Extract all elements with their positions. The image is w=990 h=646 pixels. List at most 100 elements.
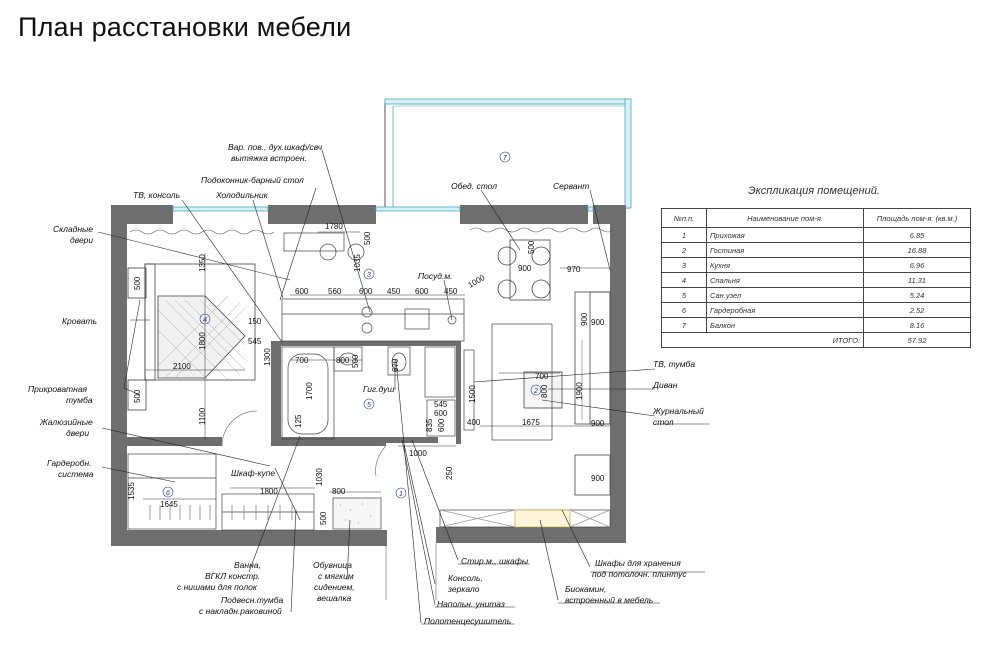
dim-label: 400 [467, 418, 481, 427]
label-sink-cabinet-2: с накладн.раковиной [199, 606, 282, 616]
dim-label: 600 [415, 287, 429, 296]
dimension-lines [143, 231, 610, 500]
row-number: 2 [661, 242, 707, 258]
column-header-name: Наименование пом-я. [706, 208, 864, 228]
dim-label: 1900 [575, 382, 584, 400]
outer-walls [111, 205, 626, 546]
row-number: 5 [661, 287, 707, 303]
bar-stools [319, 243, 365, 261]
label-tv-console: ТВ, консоль [133, 190, 180, 200]
dim-label: 500 [133, 389, 142, 403]
row-number: 3 [661, 257, 707, 273]
room-area: 6.85 [863, 227, 971, 243]
label-nightstand: Прикроватная [28, 384, 88, 394]
dim-label: 500 [363, 231, 372, 245]
table-row: 7 Балкон 8.16 [661, 317, 971, 333]
label-sideboard: Сервант [553, 181, 589, 191]
dim-label: 150 [248, 317, 262, 326]
label-wardrobe-system: Гардеробн. [47, 458, 92, 468]
dim-label: 250 [445, 466, 454, 480]
dim-label: 560 [328, 287, 342, 296]
dim-label: 1000 [409, 449, 427, 458]
bed [144, 263, 256, 381]
dim-label: 900 [591, 474, 605, 483]
dim-label: 500 [351, 354, 360, 368]
table-row: 5 Сан.узел 5.24 [661, 287, 971, 303]
dim-label: 545 [434, 400, 448, 409]
label-washer: Стир.м., шкафы [461, 556, 529, 566]
dim-label: 500 [133, 276, 142, 290]
label-dishwasher: Посуд.м. [418, 271, 453, 281]
curtains [129, 227, 615, 235]
tv-area [463, 323, 553, 441]
room-number-4: 4 [203, 317, 207, 324]
dim-label: 1100 [198, 407, 207, 425]
row-number: 1 [661, 227, 707, 243]
dim-label: 600 [295, 287, 309, 296]
room-area: 5.24 [863, 287, 971, 303]
room-name: Спальня [706, 272, 864, 288]
dim-label: 450 [387, 287, 401, 296]
label-bed: Кровать [62, 316, 97, 326]
label-hygienic-shower: Гиг.душ [363, 384, 394, 394]
label-fridge: Холодильник [215, 190, 269, 200]
label-oven: Вар. пов., дух.шкаф/свч [228, 142, 323, 152]
label-folding-doors: Складные [53, 224, 93, 234]
dim-label: 1500 [468, 385, 477, 403]
label-bath-3: с нишами для полок [177, 582, 258, 592]
dim-label: 450 [444, 287, 458, 296]
label-bath: Ванна, [234, 560, 261, 570]
room-area: 2.52 [863, 302, 971, 318]
label-biofireplace-2: встроенный в мебель [565, 595, 653, 605]
room-area: 6.96 [863, 257, 971, 273]
room-number-2: 2 [533, 388, 538, 395]
label-shoe-cabinet: Обувница [313, 560, 352, 570]
table-row: 1 Прихожая 6.85 [661, 227, 971, 243]
dim-label: 1645 [160, 500, 178, 509]
label-bar-counter: Подоконник-барный стол [201, 175, 304, 185]
callout-labels: Вар. пов., дух.шкаф/свч вытяжка встроен.… [28, 142, 704, 626]
dim-label: 1700 [305, 382, 314, 400]
table-row: 4 Спальня 11.31 [661, 272, 971, 288]
label-biofireplace: Биокамин, [565, 584, 606, 594]
page-title: План расстановки мебели [18, 12, 352, 42]
room-area: 11.31 [863, 272, 971, 288]
label-towel-dryer: Полотенцесушитель [424, 616, 511, 626]
total-label: ИТОГО: [661, 332, 864, 348]
wardrobe-system [127, 453, 217, 530]
kitchen-counter [281, 232, 465, 342]
dim-label: 500 [319, 511, 328, 525]
room-area: 16.88 [863, 242, 971, 258]
dim-label: 800 [540, 384, 549, 398]
label-folding-doors-2: двери [70, 235, 93, 245]
dim-label: 500 [527, 240, 536, 254]
room-name: Гардеробная [706, 302, 864, 318]
room-area: 8.16 [863, 317, 971, 333]
label-storage: Шкафы для хранения [595, 558, 681, 568]
room-name: Кухня [706, 257, 864, 273]
room-name: Балкон [706, 317, 864, 333]
explication-title: Экспликация помещений. [748, 185, 880, 197]
dimension-labels: 1780 1035 500 600 560 600 450 600 450 10… [127, 222, 605, 525]
label-console-2: зеркало [447, 584, 480, 594]
room-numbers [162, 151, 542, 499]
label-wardrobe-system-2: система [58, 469, 94, 479]
label-sliding-wardrobe: Шкаф-купе [231, 468, 275, 478]
dim-label: 900 [591, 419, 605, 428]
windows [172, 206, 594, 212]
dim-label: 900 [518, 264, 532, 273]
sofa [574, 291, 611, 496]
room-number-7: 7 [503, 155, 508, 162]
dim-label: 2100 [173, 362, 191, 371]
bathroom [281, 346, 456, 440]
table-row: 3 Кухня 6.96 [661, 257, 971, 273]
label-dining-table: Обед. стол [451, 181, 497, 191]
label-coffee-table-2: стол [653, 417, 674, 427]
dim-label: 1780 [325, 222, 343, 231]
label-console: Консоль, [448, 573, 483, 583]
dim-label: 1000 [467, 273, 487, 290]
total-value: 57.92 [863, 332, 971, 348]
room-number-labels: 1 2 3 4 5 6 7 [166, 155, 538, 498]
column-header-number: №п.п. [661, 208, 707, 228]
label-sofa: Диван [652, 380, 678, 390]
